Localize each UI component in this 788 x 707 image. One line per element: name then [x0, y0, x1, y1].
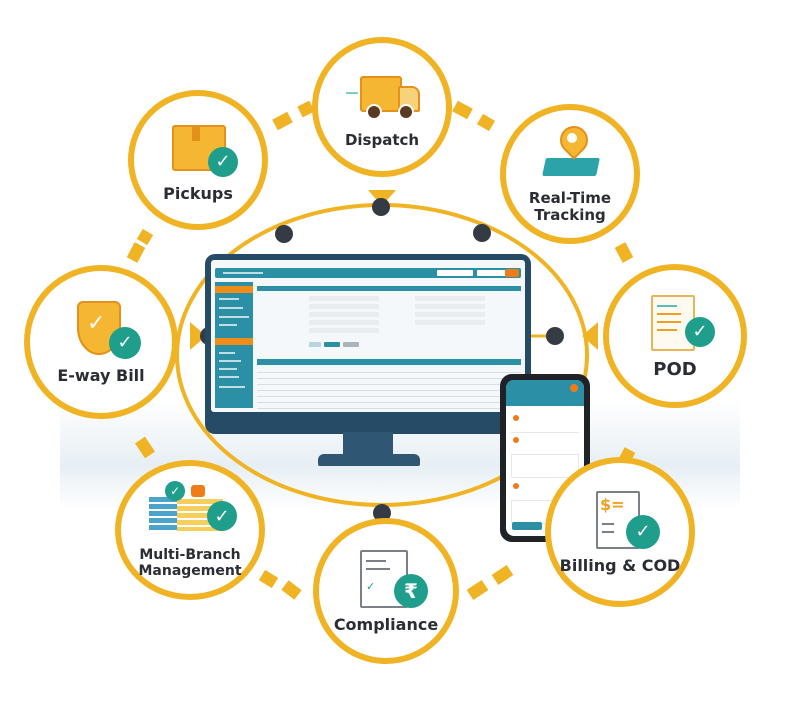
branch-select[interactable] — [477, 270, 515, 276]
dashboard-topbar — [215, 268, 521, 278]
form-button[interactable] — [309, 342, 321, 347]
node-eway-bill: ✓ ✓ E-way Bill — [24, 265, 178, 419]
node-pickups: ✓ Pickups — [128, 90, 268, 230]
node-dispatch: Dispatch — [312, 37, 452, 177]
node-label: Compliance — [333, 614, 439, 634]
dashboard-sidebar — [215, 282, 253, 408]
sidebar-item-highlight[interactable] — [215, 338, 253, 345]
desktop-monitor — [205, 254, 531, 434]
monitor-stand — [343, 432, 393, 456]
dashboard-content — [257, 282, 521, 409]
node-label: Billing & COD — [559, 555, 681, 575]
sidebar-item-active[interactable] — [215, 286, 253, 293]
node-multi-branch: ✓ ✓ Multi-Branch Management — [115, 460, 265, 600]
search-input[interactable] — [437, 270, 473, 276]
action-button[interactable] — [505, 269, 519, 277]
branches-grid-icon: ✓ ✓ — [145, 481, 237, 541]
dashboard-screen — [211, 260, 525, 412]
node-billing-cod: $= ✓ Billing & COD — [545, 457, 695, 607]
document-rupee-icon: ✓ ₹ — [350, 549, 428, 610]
document-check-icon: ✓ — [639, 294, 715, 355]
connector-dot — [275, 225, 293, 243]
connector-dot — [373, 504, 391, 522]
node-label: Dispatch — [344, 130, 420, 149]
package-box-icon: ✓ — [162, 119, 238, 179]
node-label: POD — [653, 358, 697, 380]
reset-button[interactable] — [343, 342, 359, 347]
phone-primary-button[interactable] — [512, 522, 542, 530]
node-compliance: ✓ ₹ Compliance — [313, 518, 459, 664]
connector-dot — [372, 198, 390, 216]
monitor-base — [318, 454, 420, 466]
node-pod: ✓ POD — [603, 264, 747, 408]
invoice-dollar-icon: $= ✓ — [584, 490, 660, 551]
phone-header — [506, 380, 584, 406]
form-header — [257, 286, 521, 291]
node-label: Multi-Branch Management — [138, 547, 242, 579]
table-filter-bar — [257, 359, 521, 365]
submit-button[interactable] — [324, 342, 340, 347]
map-pin-icon — [534, 120, 606, 184]
delivery-truck-icon — [346, 66, 420, 126]
connector-dot — [546, 327, 564, 345]
node-real-time-tracking: Real-Time Tracking — [500, 104, 640, 244]
node-label: Real-Time Tracking — [528, 189, 612, 224]
node-label: Pickups — [163, 183, 233, 203]
shield-check-icon: ✓ ✓ — [65, 300, 141, 361]
connector-dot — [473, 224, 491, 242]
node-label: E-way Bill — [57, 365, 145, 385]
